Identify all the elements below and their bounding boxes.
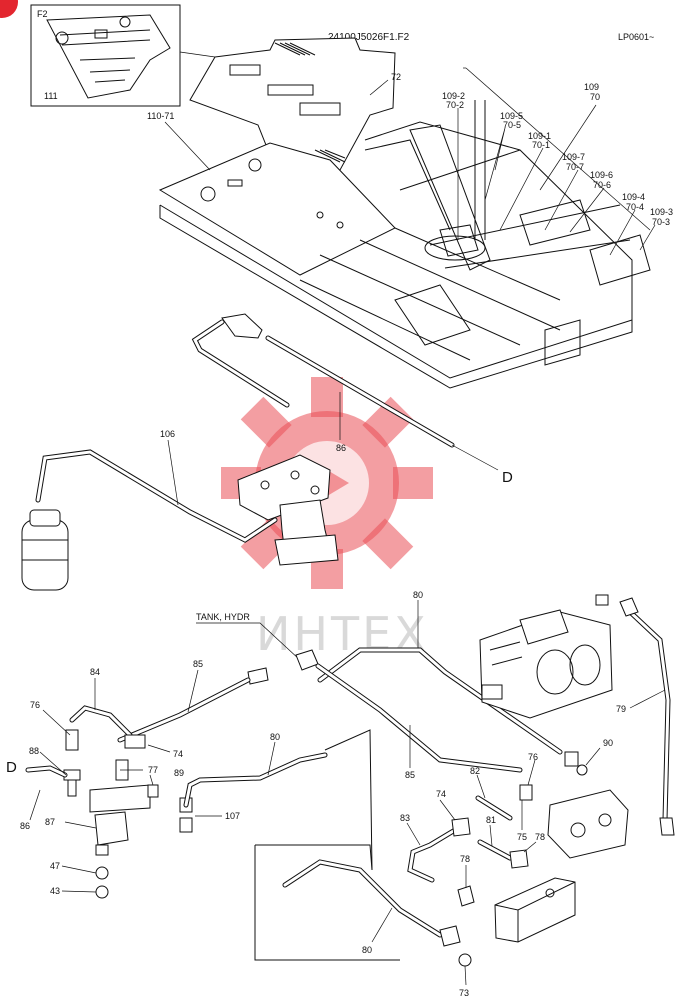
callout-76-b: 76 <box>528 752 538 762</box>
left-fittings <box>63 729 193 899</box>
callout-78-b: 78 <box>460 854 470 864</box>
callout-81: 81 <box>486 815 496 825</box>
callout-76-a: 76 <box>30 700 40 710</box>
connector-d-right: D <box>502 469 513 486</box>
block-valve-part <box>457 865 576 943</box>
callout-109-6: 109-6 <box>590 170 613 180</box>
tank-leader <box>196 622 301 661</box>
callout-78-a: 78 <box>535 832 545 842</box>
callout-109-7: 109-7 <box>562 152 585 162</box>
callout-72: 72 <box>391 72 401 82</box>
hose-80-bottom <box>254 844 472 986</box>
inset-label: F2 <box>37 9 48 19</box>
watermark-text: ИНТЕХ <box>256 607 429 661</box>
callout-109-5: 109-5 <box>500 111 523 121</box>
tank-fitting-part <box>247 649 319 685</box>
callout-73: 73 <box>459 988 469 998</box>
callout-70-4: 70-4 <box>626 202 644 212</box>
floor-mat-part <box>189 37 396 171</box>
callout-84: 84 <box>90 667 100 677</box>
callout-86-top: 86 <box>336 443 346 453</box>
callout-107: 107 <box>225 811 240 821</box>
callout-70: 70 <box>590 92 600 102</box>
callout-47: 47 <box>50 861 60 871</box>
hose-86 <box>191 313 499 471</box>
callout-109-3: 109-3 <box>650 207 673 217</box>
callout-90: 90 <box>603 738 613 748</box>
callout-106: 106 <box>160 429 175 439</box>
callout-70-2: 70-2 <box>446 100 464 110</box>
callout-70-5: 70-5 <box>503 120 521 130</box>
hydraulic-pump-part <box>479 594 613 719</box>
callout-83: 83 <box>400 813 410 823</box>
callout-79: 79 <box>616 704 626 714</box>
corner-badge-icon <box>0 0 18 18</box>
inset-panel-detail <box>30 4 216 107</box>
top-leaders <box>164 67 656 256</box>
pipe-83 <box>406 822 458 883</box>
hose-79 <box>619 597 675 836</box>
callout-77: 77 <box>148 765 158 775</box>
callout-87: 87 <box>45 817 55 827</box>
chassis-frame <box>159 100 651 389</box>
filter-canister-part <box>21 509 69 591</box>
hose-86-bottom <box>25 765 68 778</box>
callout-86-bottom: 86 <box>20 821 30 831</box>
pipe-82 <box>475 774 513 821</box>
callout-70-1: 70-1 <box>532 140 550 150</box>
callout-85-b: 85 <box>405 770 415 780</box>
base-plate-part <box>158 142 396 276</box>
callout-109: 109 <box>584 82 599 92</box>
callout-70-6: 70-6 <box>593 180 611 190</box>
page-code: LP0601~ <box>618 32 654 42</box>
callout-74-a: 74 <box>173 749 183 759</box>
tank-label: TANK, HYDR <box>196 612 250 622</box>
callout-110-71: 110-71 <box>147 111 174 121</box>
callout-109-4: 109-4 <box>622 192 645 202</box>
callout-74-b: 74 <box>436 789 446 799</box>
hose-85-upper <box>117 669 251 743</box>
callout-70-3: 70-3 <box>652 217 670 227</box>
pipe-81 <box>477 824 513 861</box>
fitting-78-a <box>509 841 537 869</box>
pilot-valve-part <box>237 454 339 566</box>
callout-109-1: 109-1 <box>528 131 551 141</box>
callout-43: 43 <box>50 886 60 896</box>
drawing-number: 24100J5026F1.F2 <box>328 32 410 43</box>
callout-82: 82 <box>470 766 480 776</box>
callout-85-a: 85 <box>193 659 203 669</box>
fitting-74-b <box>439 799 471 837</box>
callout-75: 75 <box>517 832 527 842</box>
callout-70-7: 70-7 <box>566 162 584 172</box>
callout-88: 88 <box>29 746 39 756</box>
control-valve-right <box>519 747 629 859</box>
left-leaders <box>29 709 222 893</box>
callout-111: 111 <box>44 91 58 101</box>
hose-106 <box>35 439 278 543</box>
callout-80-bottom: 80 <box>362 945 372 955</box>
callout-109-2: 109-2 <box>442 91 465 101</box>
callout-80-top: 80 <box>413 590 423 600</box>
hose-84 <box>69 678 133 738</box>
connector-d-left: D <box>6 759 17 776</box>
hose-80-mid <box>183 729 373 871</box>
hose-85-lower <box>315 663 523 773</box>
callout-80-mid: 80 <box>270 732 280 742</box>
callout-89: 89 <box>174 768 184 778</box>
